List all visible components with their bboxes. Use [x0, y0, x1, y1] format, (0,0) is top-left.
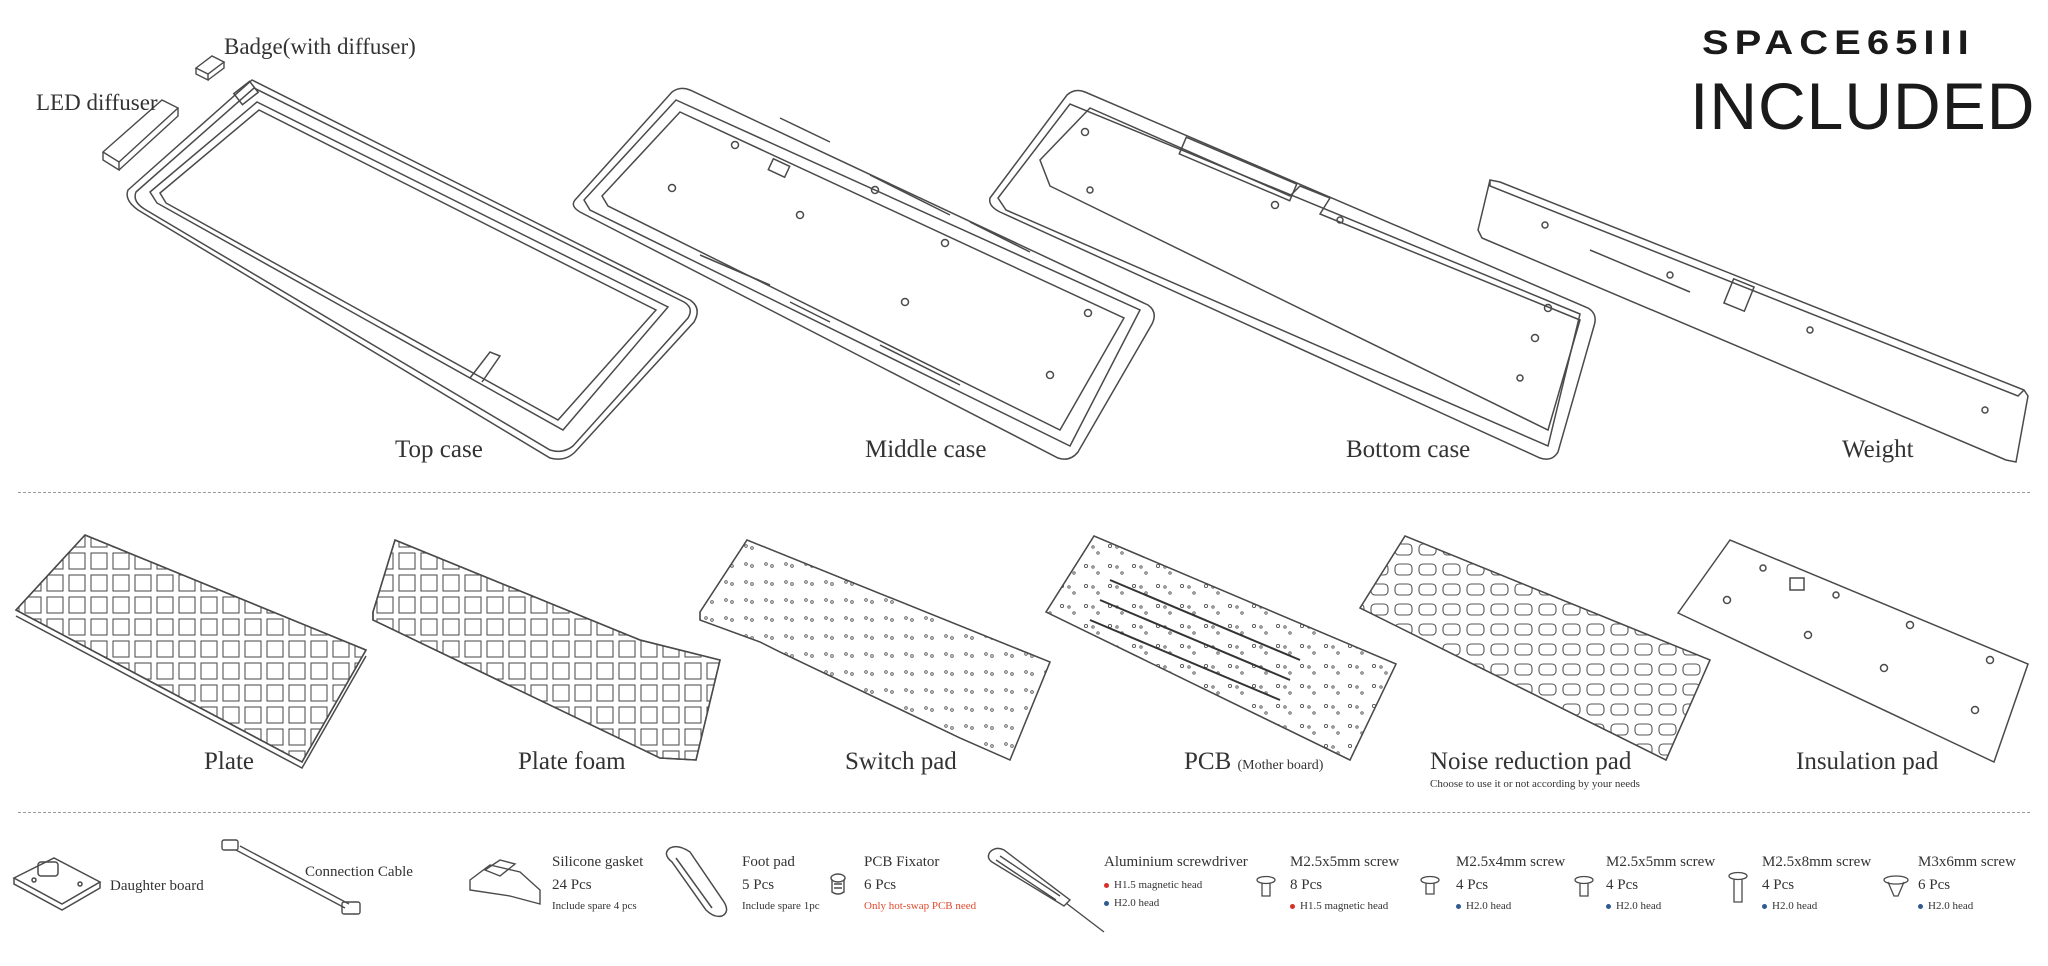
- screw-3-name: M2.5x5mm screw: [1606, 854, 1716, 870]
- screw-5-drawing: [1883, 875, 1909, 897]
- noise-pad-note: Choose to use it or not according by you…: [1430, 778, 1640, 790]
- screwdriver-drawing: [987, 847, 1105, 933]
- middle-case-label: Middle case: [865, 436, 987, 463]
- screw-2-note-text: H2.0 head: [1466, 900, 1512, 912]
- pcb-fixator-info: PCB Fixator 6 Pcs Only hot-swap PCB need: [864, 854, 976, 912]
- silicone-gasket-name: Silicone gasket: [552, 854, 644, 870]
- screwdriver-head-1: H1.5 magnetic head: [1104, 879, 1248, 891]
- screw-5-name: M3x6mm screw: [1918, 854, 2016, 870]
- switch-pad-label: Switch pad: [845, 748, 957, 775]
- screw-3-info: M2.5x5mm screw 4 Pcs H2.0 head: [1606, 854, 1715, 912]
- led-diffuser-label: LED diffuser: [36, 90, 158, 115]
- screw-3-note-text: H2.0 head: [1616, 900, 1662, 912]
- insulation-pad-drawing: [1676, 539, 2029, 764]
- noise-pad-label: Noise reduction pad: [1430, 748, 1632, 775]
- screwdriver-info: Aluminium screwdriver H1.5 magnetic head…: [1104, 854, 1248, 909]
- screw-2-note: H2.0 head: [1456, 900, 1565, 912]
- switch-pad-drawing: [699, 539, 1051, 761]
- blue-dot-icon: [1606, 903, 1611, 909]
- screwdriver-head-1-text: H1.5 magnetic head: [1114, 879, 1203, 891]
- screw-4-note: H2.0 head: [1762, 900, 1871, 912]
- screwdriver-name: Aluminium screwdriver: [1104, 854, 1248, 870]
- pcb-title: PCB: [1184, 748, 1232, 775]
- screw-4-info: M2.5x8mm screw 4 Pcs H2.0 head: [1762, 854, 1871, 912]
- pcb-subtitle: (Mother board): [1237, 758, 1324, 773]
- foot-pad-info: Foot pad 5 Pcs Include spare 1pc: [742, 854, 820, 912]
- pcb-fixator-note: Only hot-swap PCB need: [864, 900, 977, 912]
- daughter-board-label: Daughter board: [110, 878, 204, 894]
- screw-1-qty: 8 Pcs: [1290, 877, 1323, 893]
- silicone-gasket-drawing: [469, 859, 541, 905]
- silicone-gasket-info: Silicone gasket 24 Pcs Include spare 4 p…: [552, 854, 643, 912]
- blue-dot-icon: [1918, 903, 1923, 909]
- insulation-pad-label: Insulation pad: [1796, 748, 1939, 775]
- screw-3-note: H2.0 head: [1606, 900, 1715, 912]
- pcb-label: PCB (Mother board): [1184, 748, 1323, 776]
- bottom-case-drawing: [988, 89, 1596, 460]
- plate-foam-label: Plate foam: [518, 748, 626, 775]
- screw-4-qty: 4 Pcs: [1762, 877, 1795, 893]
- top-case-drawing: [126, 79, 698, 460]
- screw-4-name: M2.5x8mm screw: [1762, 854, 1872, 870]
- screw-5-note-text: H2.0 head: [1928, 900, 1974, 912]
- screw-5-qty: 6 Pcs: [1918, 877, 1951, 893]
- screw-3-qty: 4 Pcs: [1606, 877, 1639, 893]
- screw-2-qty: 4 Pcs: [1456, 877, 1489, 893]
- pcb-fixator-name: PCB Fixator: [864, 854, 940, 870]
- divider-1: [18, 492, 2030, 493]
- divider-2: [18, 812, 2030, 813]
- led-diffuser-drawing: [101, 99, 180, 172]
- foot-pad-qty: 5 Pcs: [742, 877, 775, 893]
- connection-cable-drawing: [221, 839, 361, 915]
- silicone-gasket-qty: 24 Pcs: [552, 877, 592, 893]
- pcb-fixator-drawing: [830, 873, 846, 895]
- plate-drawing: [14, 534, 368, 770]
- foot-pad-note: Include spare 1pc: [742, 900, 820, 912]
- badge-drawing: [194, 55, 226, 82]
- screw-1-info: M2.5x5mm screw 8 Pcs H1.5 magnetic head: [1290, 854, 1399, 912]
- screwdriver-head-2-text: H2.0 head: [1114, 897, 1160, 909]
- screw-1-drawing: [1256, 875, 1276, 897]
- foot-pad-drawing: [665, 845, 728, 918]
- red-dot-icon: [1104, 882, 1109, 888]
- weight-label: Weight: [1842, 436, 1914, 463]
- blue-dot-icon: [1456, 903, 1461, 909]
- middle-case-drawing: [572, 87, 1155, 460]
- screw-2-name: M2.5x4mm screw: [1456, 854, 1566, 870]
- screw-5-info: M3x6mm screw 6 Pcs H2.0 head: [1918, 854, 2016, 912]
- badge-label: Badge(with diffuser): [224, 34, 416, 59]
- screwdriver-head-2: H2.0 head: [1104, 897, 1248, 909]
- top-case-label: Top case: [395, 436, 483, 463]
- red-dot-icon: [1290, 903, 1295, 909]
- noise-pad-drawing: [1358, 535, 1711, 761]
- foot-pad-name: Foot pad: [742, 854, 795, 870]
- screw-1-name: M2.5x5mm screw: [1290, 854, 1400, 870]
- page-title: INCLUDED: [1690, 69, 2036, 143]
- daughter-board-drawing: [12, 857, 102, 911]
- connection-cable-label: Connection Cable: [305, 864, 413, 880]
- screw-5-note: H2.0 head: [1918, 900, 2016, 912]
- plate-foam-drawing: [372, 538, 721, 761]
- screw-2-info: M2.5x4mm screw 4 Pcs H2.0 head: [1456, 854, 1565, 912]
- screw-1-note-text: H1.5 magnetic head: [1300, 900, 1389, 912]
- pcb-drawing: [1044, 535, 1397, 761]
- bottom-case-label: Bottom case: [1346, 436, 1471, 463]
- pcb-fixator-qty: 6 Pcs: [864, 877, 897, 893]
- screw-4-note-text: H2.0 head: [1772, 900, 1818, 912]
- blue-dot-icon: [1762, 903, 1767, 909]
- screw-1-note: H1.5 magnetic head: [1290, 900, 1399, 912]
- blue-dot-icon: [1104, 900, 1109, 906]
- screw-4-drawing: [1728, 871, 1748, 903]
- silicone-gasket-note: Include spare 4 pcs: [552, 900, 637, 912]
- screw-drawings: [1256, 871, 1909, 903]
- brand-logo: SPACE65III: [1702, 24, 1975, 62]
- weight-drawing: [1477, 179, 2029, 463]
- screw-2-drawing: [1420, 875, 1440, 895]
- screw-3-drawing: [1574, 875, 1594, 897]
- plate-label: Plate: [204, 748, 254, 775]
